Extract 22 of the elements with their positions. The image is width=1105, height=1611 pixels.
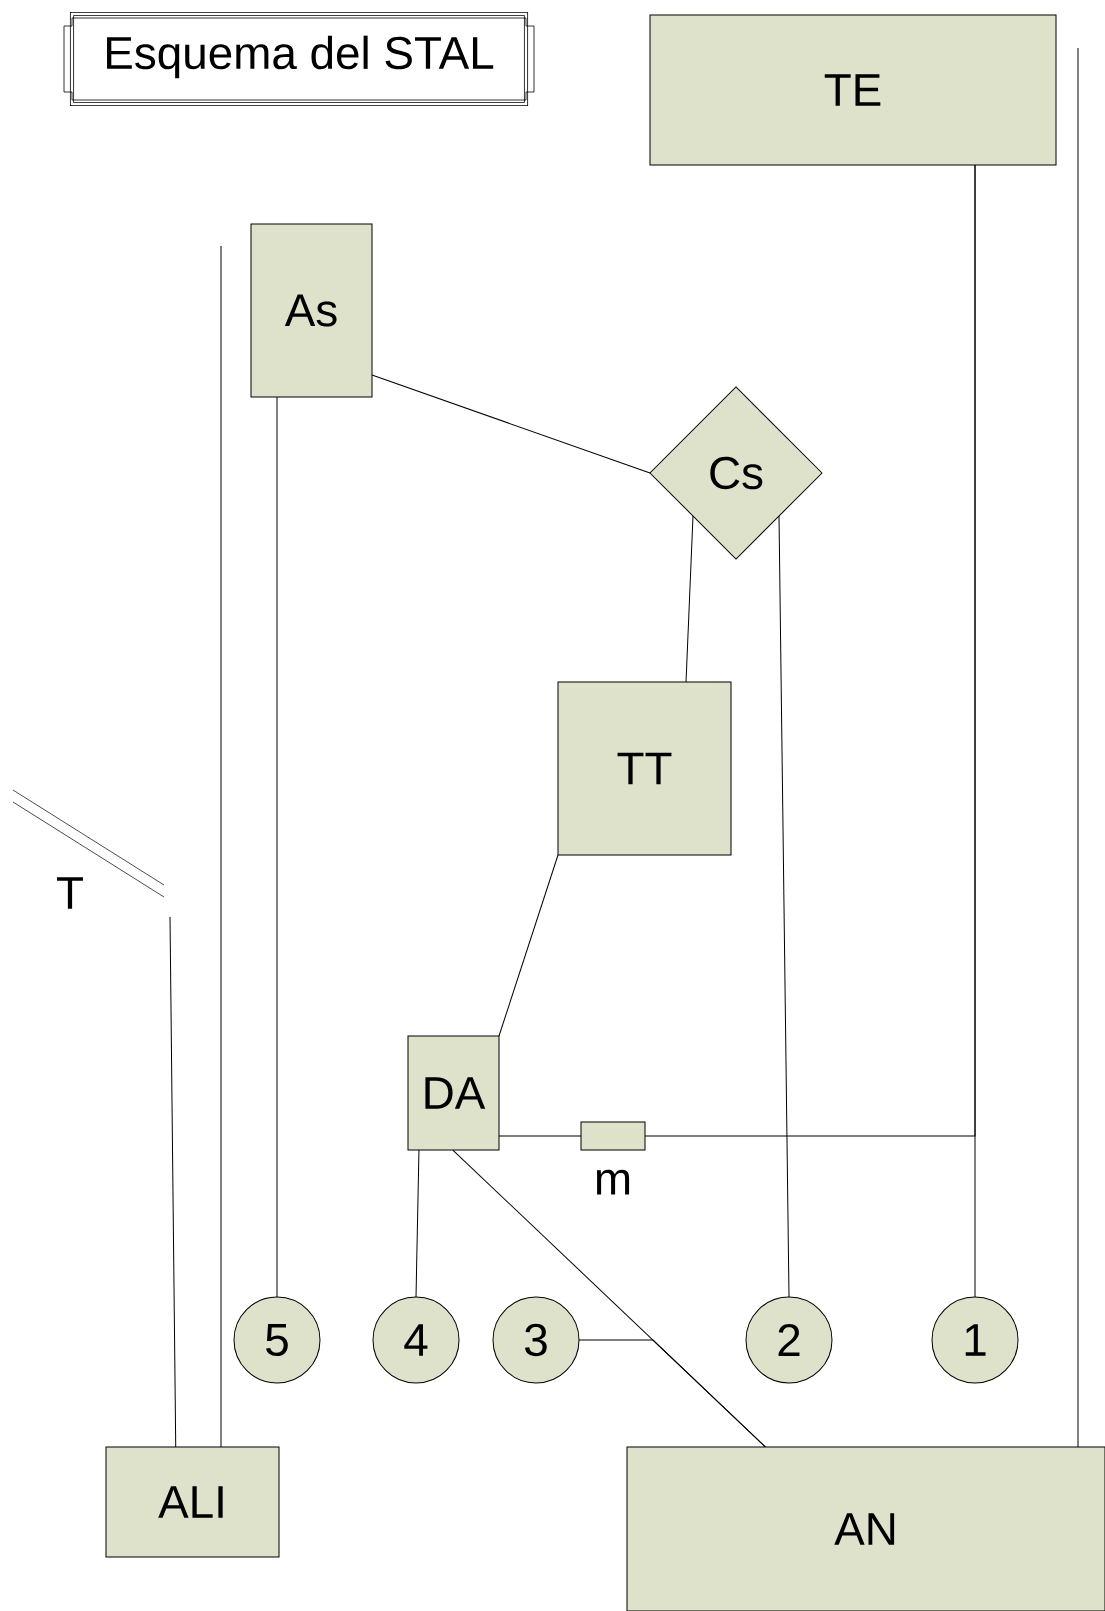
process-box: DA [407,1035,500,1151]
process-box: TE [649,14,1057,166]
process-box: TT [557,681,732,856]
line-label: T [57,877,83,909]
connector-line [1077,47,1079,1448]
connector-line [498,1135,582,1137]
connector-line [578,1339,766,1448]
connector-line [685,515,694,683]
process-box: AN [626,1446,1105,1611]
connector-line [778,515,790,1298]
process-box: ALI [105,1446,280,1558]
small-box [580,1121,646,1151]
title-banner: Esquema del STAL [63,11,535,107]
connector-line [415,1149,420,1298]
connector-line [220,245,222,1448]
connector-line [644,164,976,1137]
box-label: m [596,1169,630,1195]
process-box: As [250,223,373,398]
connector-line [276,396,278,1298]
connector-line [371,374,651,474]
connector-line [498,854,559,1037]
connector-line [169,916,177,1448]
